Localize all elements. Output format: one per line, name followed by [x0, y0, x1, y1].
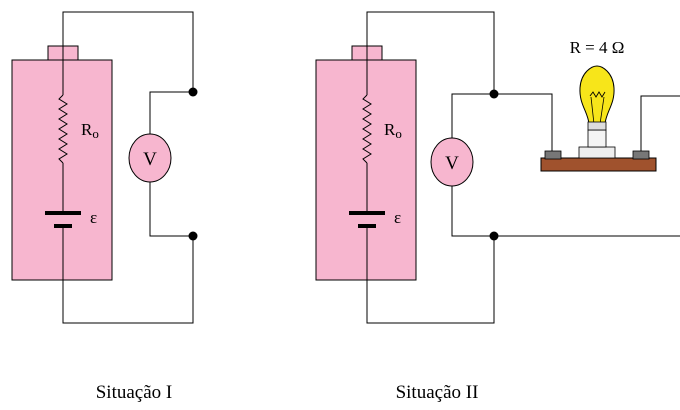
lamp-neck: [587, 121, 607, 131]
junction-dot-2-top: [489, 89, 499, 99]
situation-2-circuit: V Ro ε R = 4 Ω Situação II: [315, 11, 680, 403]
voltmeter-2-label: V: [445, 153, 459, 174]
voltmeter-1-label: V: [143, 149, 157, 170]
lamp-socket-base: [578, 146, 616, 159]
emf-2-label: ε: [394, 208, 401, 227]
situation-1-circuit: V Ro ε Situação I: [11, 11, 198, 403]
terminal-dot-1-top: [188, 87, 198, 97]
lamp-terminal-left: [544, 150, 562, 160]
wire-2-bottom: [366, 228, 495, 324]
voltmeter-1-wire: [149, 91, 193, 237]
light-bulb-icon: [540, 65, 657, 172]
lamp-resistance-label: R = 4 Ω: [570, 38, 625, 57]
internal-resistor-1: [58, 94, 68, 164]
voltmeter-2-wire: [451, 93, 494, 237]
lamp-wire-left: [494, 93, 553, 151]
lamp-filament-leads: [590, 96, 605, 125]
wire-1-top: [62, 11, 194, 92]
battery-1-body: [11, 59, 113, 281]
battery-2-body: [315, 59, 417, 281]
junction-dot-2-bottom: [489, 231, 499, 241]
wire-1-bottom: [62, 228, 194, 324]
lamp-board: [540, 157, 657, 172]
caption-situation-1: Situação I: [96, 382, 173, 403]
wire-2-top: [366, 11, 495, 94]
lamp-socket: [587, 129, 607, 148]
internal-resistor-2: [362, 94, 372, 164]
lamp-filament: [589, 91, 606, 98]
lamp-terminal-right: [632, 150, 650, 160]
internal-resistance-1-label: Ro: [81, 120, 99, 141]
terminal-dot-1-bottom: [188, 231, 198, 241]
voltmeter-2: [430, 137, 474, 187]
lamp-wire-right: [640, 95, 680, 151]
internal-resistance-2-label: Ro: [384, 120, 402, 141]
caption-situation-2: Situação II: [396, 382, 479, 403]
voltmeter-1: [128, 133, 172, 183]
emf-1-label: ε: [90, 208, 97, 227]
